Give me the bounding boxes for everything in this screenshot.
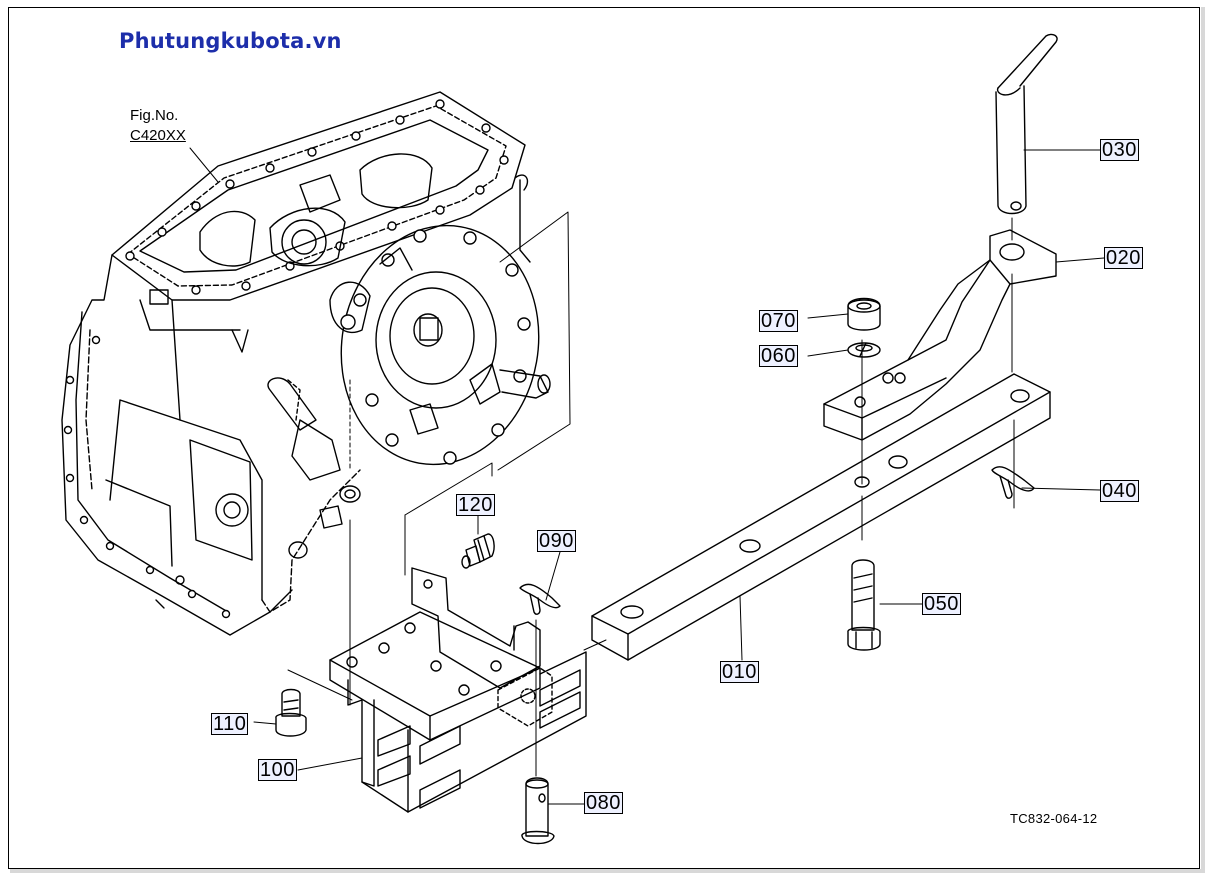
drawbar-010-drawing bbox=[591, 273, 1051, 661]
bracket-100-drawing bbox=[329, 567, 607, 813]
diagram-frame bbox=[8, 7, 1200, 869]
clip-090-drawing bbox=[519, 583, 561, 615]
callout-020[interactable]: 020 bbox=[1104, 247, 1143, 269]
pin-080-drawing bbox=[521, 619, 555, 845]
callout-110[interactable]: 110 bbox=[211, 713, 249, 735]
clip-040-drawing bbox=[991, 466, 1035, 499]
callout-120[interactable]: 120 bbox=[456, 494, 495, 516]
transmission-case-drawing bbox=[61, 91, 571, 706]
nut-070-drawing bbox=[847, 297, 881, 331]
callout-010[interactable]: 010 bbox=[720, 661, 759, 683]
figure-code: C420XX bbox=[130, 127, 186, 144]
pin-030-drawing bbox=[995, 33, 1058, 241]
frame-shadow-right bbox=[1201, 7, 1205, 873]
callout-090[interactable]: 090 bbox=[537, 530, 576, 552]
callout-100[interactable]: 100 bbox=[258, 759, 297, 781]
screw-110-drawing bbox=[275, 688, 307, 737]
washer-060-drawing bbox=[847, 342, 881, 358]
figure-number-label: Fig.No. C420XX bbox=[130, 106, 186, 146]
callout-030[interactable]: 030 bbox=[1100, 139, 1139, 161]
callout-070[interactable]: 070 bbox=[759, 310, 798, 332]
bolt-050-drawing bbox=[847, 559, 881, 651]
frame-shadow-bottom bbox=[10, 869, 1205, 873]
drawing-code: TC832-064-12 bbox=[1010, 811, 1098, 826]
callout-080[interactable]: 080 bbox=[584, 792, 623, 814]
callout-050[interactable]: 050 bbox=[922, 593, 961, 615]
site-title: Phutungkubota.vn bbox=[119, 29, 342, 53]
plug-120-drawing bbox=[461, 533, 495, 569]
callout-040[interactable]: 040 bbox=[1100, 480, 1139, 502]
figure-number-caption: Fig.No. bbox=[130, 107, 179, 124]
callout-060[interactable]: 060 bbox=[759, 345, 798, 367]
leader-lines bbox=[253, 149, 1105, 805]
